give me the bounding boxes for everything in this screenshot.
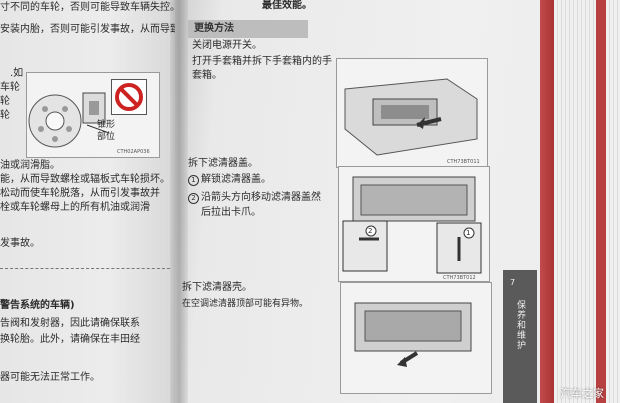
left-line-accident: 发事故。 [0, 238, 40, 249]
step3-desc: 在空调滤清器顶部可能有异物。 [182, 299, 309, 309]
step2-title: 拆下滤清器盖。 [188, 158, 258, 169]
chapter-tab-label: 保养和维护 [515, 300, 525, 350]
watermark: 汽车之家 [560, 387, 604, 400]
figure2-callout-1: 1 [466, 229, 471, 237]
figure1-code: CTH73BT011 [447, 159, 480, 165]
red-edge-tab [596, 0, 606, 403]
filter-case-figure [340, 282, 492, 394]
section-bar-label: 更换方法 [194, 23, 234, 34]
prohibited-icon [115, 83, 143, 111]
section-bar: 更换方法 [188, 20, 308, 38]
left-frag-3: 轮 [0, 96, 10, 107]
left-line-2: 安装内胎，否则可能引发事故，从而导致 [0, 24, 180, 35]
step1-line1: 打开手套箱并拆下手套箱内的手 [192, 56, 332, 67]
left-section-title: 警告系统的车辆) [0, 300, 75, 311]
left-line-1: 寸不同的车轮，否则可能导致车辆失控。 [0, 2, 180, 13]
chapter-tab-number: 7 [510, 278, 516, 287]
wheel-hub-illustration [28, 92, 110, 148]
step2-sub2-line1: 沿箭头方向移动滤清器盖然 [201, 192, 321, 203]
page-edges [554, 0, 620, 403]
left-line-3: 油或润滑脂。 [0, 160, 60, 171]
left-line-8: 换轮胎。此外，请确保在丰田经 [0, 334, 140, 345]
left-page: 寸不同的车轮，否则可能导致车辆失控。 安装内胎，否则可能引发事故，从而导致 .如… [0, 0, 182, 403]
glovebox-illustration [344, 78, 478, 156]
step3-title: 拆下滤清器壳。 [182, 282, 252, 293]
book-gutter [170, 0, 188, 403]
left-line-7: 告阀和发射器，因此请确保联系 [0, 318, 140, 329]
left-line-4: 能，从而导致螺栓或辐板式车轮损坏。 [0, 174, 170, 185]
left-frag-1: .如 [10, 68, 24, 79]
glovebox-figure: CTH73BT011 [336, 58, 488, 168]
divider [0, 268, 170, 269]
step2-sub1-text: 解锁滤清器盖。 [201, 174, 271, 185]
left-line-5: 松动而使车轮脱落，从而引发事故并 [0, 188, 160, 199]
filter-cover-illustration [342, 176, 482, 274]
chapter-tab [503, 270, 537, 403]
step2-sub1-number: 1 [188, 175, 199, 186]
left-frag-4: 轮 [0, 110, 10, 121]
figure-label-1: 锥形 [97, 120, 116, 130]
figure-label-2: 部位 [97, 132, 116, 142]
filter-cover-figure: 2 1 CTH73BT012 [338, 166, 490, 282]
left-frag-2: 车轮 [0, 82, 20, 93]
red-edge-strip [540, 0, 554, 403]
left-line-6: 栓或车轮螺母上的所有机油或润滑 [0, 202, 150, 213]
figure-code: CTH02AP036 [117, 149, 150, 155]
step0-text: 关闭电源开关。 [192, 40, 262, 51]
left-line-9: 器可能无法正常工作。 [0, 372, 100, 383]
right-header-text: 最佳效能。 [262, 0, 312, 11]
figure2-callout-2: 2 [368, 227, 373, 235]
filter-case-illustration [354, 302, 472, 367]
wheel-hub-figure: 锥形 部位 CTH02AP036 [26, 72, 160, 158]
step1-line2: 套箱。 [192, 70, 222, 81]
figure2-code: CTH73BT012 [443, 275, 476, 281]
step2-sub2-number: 2 [188, 193, 199, 204]
no-sign-box [111, 79, 147, 115]
step2-sub2-line2: 后拉出卡爪。 [201, 207, 261, 218]
